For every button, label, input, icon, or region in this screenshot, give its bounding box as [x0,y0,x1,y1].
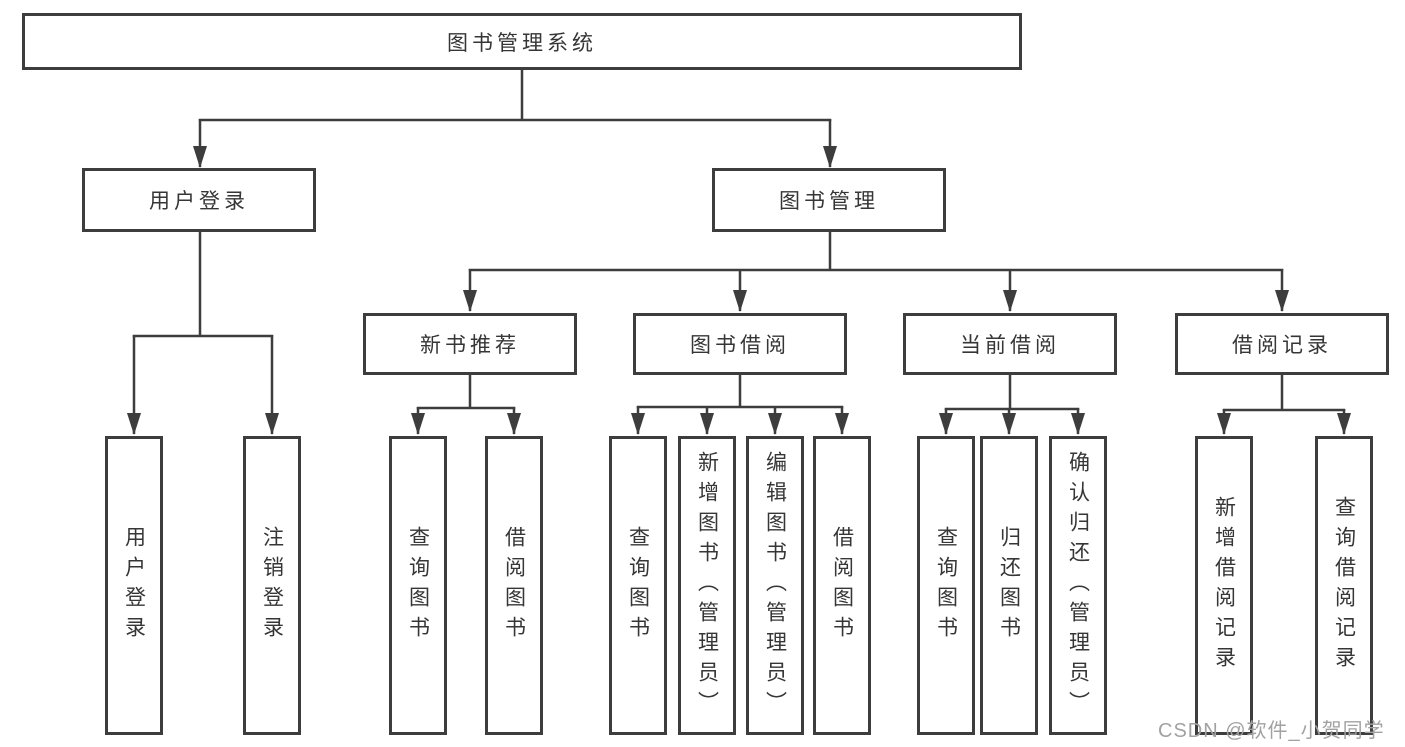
node-leaf-query-books-2: 查询图书 [609,436,667,735]
node-leaf-return-books: 归还图书 [980,436,1038,735]
node-label: 查询借阅记录 [1332,495,1356,676]
node-leaf-add-borrow-record: 新增借阅记录 [1195,436,1253,735]
connector-current-borrow-children [939,375,1085,435]
node-label: 新增借阅记录 [1212,495,1236,676]
csdn-watermark: CSDN @软件_小贺同学 [1158,720,1385,742]
node-borrow-record: 借阅记录 [1175,313,1389,375]
node-current-borrow: 当前借阅 [903,313,1117,375]
node-label: 当前借阅 [960,334,1060,357]
node-label: 图书管理系统 [447,31,597,55]
node-leaf-query-books-3: 查询图书 [917,436,975,735]
node-label: 用户登录 [122,525,146,646]
node-label: 新书推荐 [420,334,520,357]
node-label: 图书借阅 [690,334,790,357]
node-book-borrow: 图书借阅 [633,313,847,375]
connector-new-book-children [411,375,521,435]
node-leaf-add-books-admin: 新增图书（管理员） [678,436,736,735]
connector-borrow-record-children [1217,375,1351,435]
node-label: 借阅图书 [830,525,854,646]
node-leaf-query-books-1: 查询图书 [389,436,447,735]
node-new-book-recommend: 新书推荐 [363,313,577,375]
node-label: 用户登录 [149,190,249,213]
node-label: 新增图书（管理员） [695,450,719,721]
node-label: 查询图书 [934,525,958,646]
node-label: 注销登录 [260,525,284,646]
node-root-library-system: 图书管理系统 [22,13,1022,70]
node-book-management: 图书管理 [712,168,946,232]
node-label: 确认归还（管理员） [1066,450,1090,721]
connector-book-management-children [463,232,1289,312]
connector-root-to-level2 [193,70,837,168]
node-label: 图书管理 [779,190,879,213]
node-leaf-edit-books-admin: 编辑图书（管理员） [746,436,804,735]
node-leaf-user-login: 用户登录 [105,436,163,735]
node-label: 编辑图书（管理员） [763,450,787,721]
node-leaf-query-borrow-record: 查询借阅记录 [1315,436,1373,735]
node-label: 借阅图书 [502,525,526,646]
node-leaf-borrow-books-2: 借阅图书 [813,436,871,735]
node-leaf-logout: 注销登录 [243,436,301,735]
node-label: 查询图书 [626,525,650,646]
connector-user-login-children [127,232,279,435]
node-label: 归还图书 [997,525,1021,646]
connector-book-borrow-children [631,375,849,435]
node-leaf-borrow-books-1: 借阅图书 [485,436,543,735]
node-leaf-confirm-return-admin: 确认归还（管理员） [1049,436,1107,735]
node-label: 借阅记录 [1232,334,1332,357]
node-user-login: 用户登录 [82,168,316,232]
node-label: 查询图书 [406,525,430,646]
